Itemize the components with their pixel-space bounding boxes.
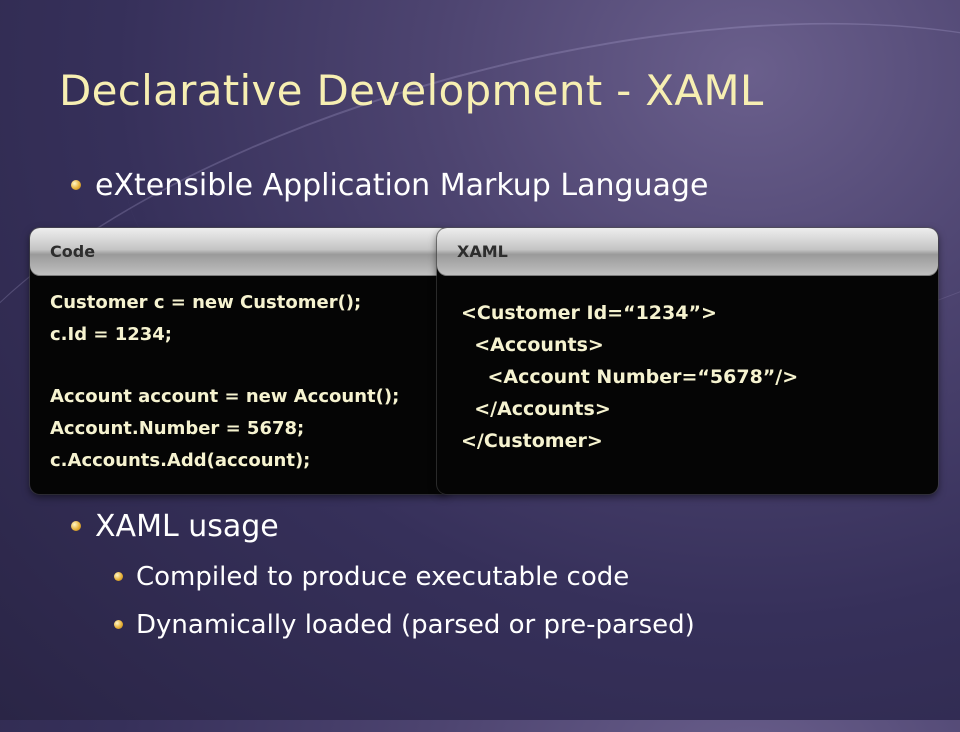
bullet-text: eXtensible Application Markup Language (95, 168, 709, 203)
bullet-xaml-definition: eXtensible Application Markup Language (71, 168, 709, 203)
xaml-panel-header: XAML (437, 228, 938, 276)
bullet-text: Compiled to produce executable code (136, 562, 630, 592)
code-panel-header: Code (30, 228, 450, 276)
xaml-panel-title: XAML (457, 242, 508, 261)
code-line: c.Id = 1234; (50, 324, 173, 345)
bullet-dot-icon (71, 180, 81, 190)
bullet-text: Dynamically loaded (parsed or pre-parsed… (136, 610, 695, 640)
xaml-line: <Accounts> (461, 334, 604, 356)
code-panel: Code Customer c = new Customer(); c.Id =… (30, 228, 450, 494)
bullet-dot-icon (114, 572, 123, 581)
xaml-line: <Customer Id=“1234”> (461, 302, 717, 324)
xaml-line: </Accounts> (461, 398, 611, 420)
bullet-dot-icon (71, 521, 81, 531)
code-line: Account.Number = 5678; (50, 418, 305, 439)
sub-bullet-dynamic: Dynamically loaded (parsed or pre-parsed… (114, 610, 695, 640)
code-line: Customer c = new Customer(); (50, 292, 362, 313)
code-line: Account account = new Account(); (50, 386, 400, 407)
bullet-dot-icon (114, 620, 123, 629)
bullet-xaml-usage: XAML usage (71, 509, 279, 544)
sub-bullet-compiled: Compiled to produce executable code (114, 562, 630, 592)
code-line: c.Accounts.Add(account); (50, 450, 311, 471)
xaml-line: <Account Number=“5678”/> (461, 366, 799, 388)
bullet-text: XAML usage (95, 509, 279, 544)
xaml-panel: XAML <Customer Id=“1234”> <Accounts> <Ac… (437, 228, 938, 494)
slide-title: Declarative Development - XAML (59, 66, 764, 115)
code-panel-title: Code (50, 242, 96, 261)
xaml-line: </Customer> (461, 430, 603, 452)
